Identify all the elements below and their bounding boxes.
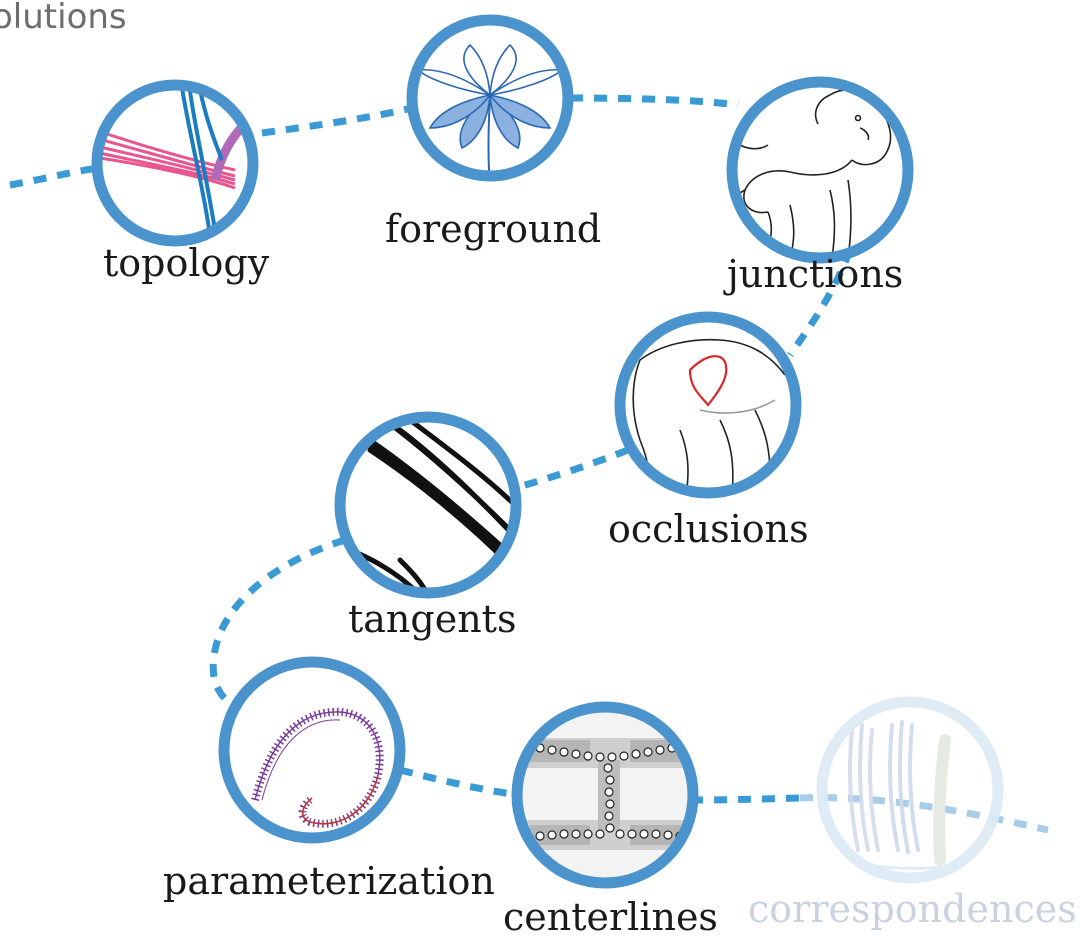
node-tangents <box>340 417 520 595</box>
tangents-ring <box>340 417 516 593</box>
node-centerlines <box>515 705 695 885</box>
correspondences-thumbnail <box>840 722 980 868</box>
node-occlusions <box>620 317 796 495</box>
node-parameterization <box>224 662 400 838</box>
label-topology: topology <box>103 244 269 282</box>
junctions-ring <box>732 82 908 258</box>
label-junctions: junctions <box>727 255 903 293</box>
node-topology <box>95 60 265 250</box>
label-correspondences: correspondences <box>748 890 1077 928</box>
label-foreground: foreground <box>385 210 601 248</box>
node-foreground <box>412 20 568 190</box>
label-tangents: tangents <box>348 600 516 638</box>
label-parameterization: parameterization <box>163 862 495 900</box>
label-centerlines: centerlines <box>503 898 718 936</box>
label-occlusions: occlusions <box>608 510 809 548</box>
foreground-thumbnail <box>418 45 562 190</box>
parameterization-thumbnail <box>255 712 380 824</box>
topology-ring <box>97 85 253 241</box>
node-junctions <box>731 82 908 258</box>
parameterization-ring <box>224 662 400 838</box>
node-correspondences <box>822 702 998 878</box>
